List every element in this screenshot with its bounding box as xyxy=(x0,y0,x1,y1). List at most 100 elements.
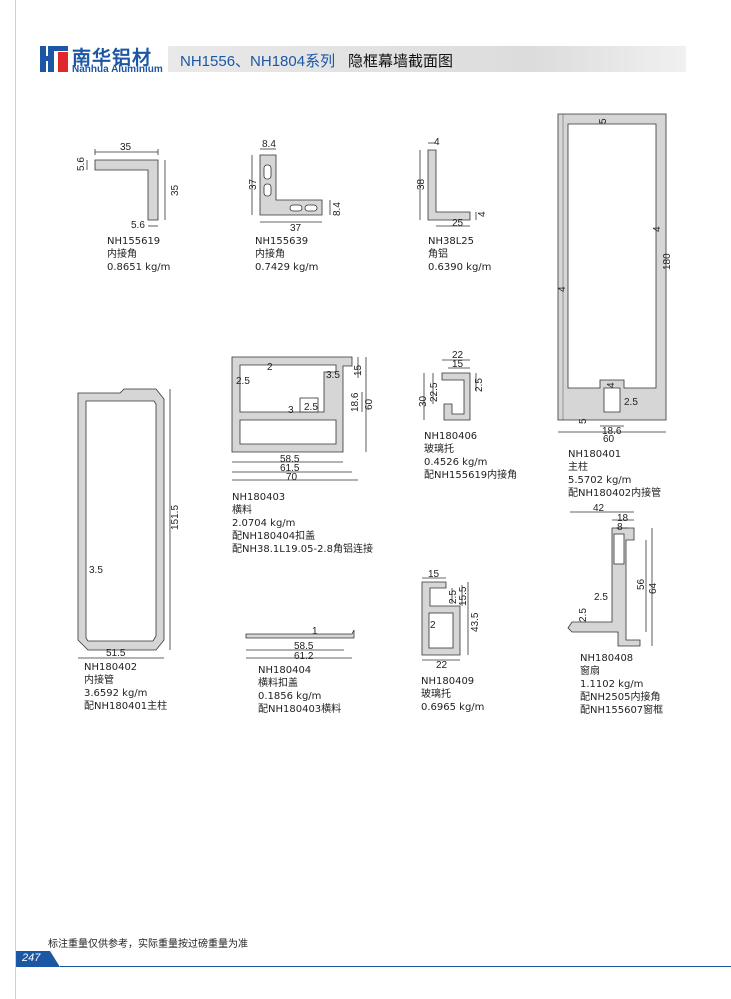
profile-name: 内接角 xyxy=(255,249,285,260)
profile-name: 角铝 xyxy=(428,249,448,260)
dim-label: 2.5 xyxy=(474,378,485,392)
page-number-tab xyxy=(16,951,60,967)
dim-label: 60 xyxy=(603,434,615,445)
profile-drawing-nh180409: 15 2.5 15.5 2 43.5 22 xyxy=(421,569,481,671)
dim-label: 58.5 xyxy=(280,454,300,465)
dim-label: 56 xyxy=(636,578,647,590)
dim-label: 70 xyxy=(286,472,298,483)
profile-drawing-nh155639: 8.4 37 37 8.4 xyxy=(248,139,343,234)
profile-code: NH180404 xyxy=(258,665,312,676)
caption-nh38l25: NH38L25 角铝 0.6390 kg/m xyxy=(428,235,491,274)
brand-logo: 南华铝材 Nanhua Aluminium xyxy=(40,42,180,76)
profile-drawing-nh180402: 151.5 3.5 51.5 xyxy=(77,388,181,659)
dim-label: 3.5 xyxy=(326,370,340,381)
profile-code: NH180408 xyxy=(580,653,634,664)
dim-label: 43.5 xyxy=(470,612,481,632)
profile-note: 配NH180403横料 xyxy=(258,704,342,715)
dim-label: 5 xyxy=(598,118,609,124)
page-left-rule xyxy=(15,0,16,999)
logo-english-name: Nanhua Aluminium xyxy=(72,64,163,75)
dim-label: 8.4 xyxy=(332,202,343,216)
dim-label: 37 xyxy=(248,178,259,190)
profile-note: 配NH155619内接角 xyxy=(424,470,518,481)
dim-label: 5.6 xyxy=(76,157,87,171)
profile-note: 配NH38.1L19.05-2.8角铝连接 xyxy=(232,544,373,555)
profile-code: NH155639 xyxy=(255,236,309,247)
dim-label: 2.5 xyxy=(594,592,608,603)
profile-name: 内接管 xyxy=(84,675,114,686)
dim-label: 2 xyxy=(430,620,436,631)
dim-label: 5 xyxy=(578,418,589,424)
profile-name: 横料扣盖 xyxy=(258,678,298,689)
dim-label: 37 xyxy=(290,223,302,234)
dim-label: 35 xyxy=(170,184,181,196)
dim-label: 22.5 xyxy=(429,382,440,402)
caption-nh155639: NH155639 内接角 0.7429 kg/m xyxy=(255,235,318,274)
dim-label: 61.5 xyxy=(280,463,300,474)
dim-label: 38 xyxy=(416,178,427,190)
profile-drawing-nh180406: 22 15 30 22.5 2.5 xyxy=(418,350,485,421)
profile-code: NH180402 xyxy=(84,662,138,673)
profile-note: 配NH2505内接角 xyxy=(580,692,661,703)
dim-label: 61.2 xyxy=(294,651,314,662)
profile-weight: 0.7429 kg/m xyxy=(255,262,319,273)
page-header: 南华铝材 Nanhua Aluminium NH1556、NH1804系列 隐框… xyxy=(0,42,731,76)
dim-label: 18 xyxy=(617,513,629,524)
profile-name: 横料 xyxy=(232,505,252,516)
profile-code: NH155619 xyxy=(107,236,161,247)
title-bar: NH1556、NH1804系列 隐框幕墙截面图 xyxy=(168,46,686,72)
dim-label: 64 xyxy=(648,582,659,594)
profile-code: NH180403 xyxy=(232,492,286,503)
dim-label: 58.5 xyxy=(294,641,314,652)
logo-chinese-name: 南华铝材 xyxy=(72,47,153,69)
caption-nh180403: NH180403 横料 2.0704 kg/m 配NH180404扣盖 配NH3… xyxy=(232,491,373,556)
profile-note: 配NH180404扣盖 xyxy=(232,531,316,542)
dim-label: 3 xyxy=(288,405,294,416)
logo-icon xyxy=(40,46,68,72)
dim-label: 25 xyxy=(452,218,464,229)
dim-label: 4 xyxy=(652,226,663,232)
dim-label: 4 xyxy=(477,211,488,217)
profile-name: 内接角 xyxy=(107,249,137,260)
profile-weight: 0.6390 kg/m xyxy=(428,262,492,273)
caption-nh180408: NH180408 窗扇 1.1102 kg/m 配NH2505内接角 配NH15… xyxy=(580,652,663,717)
profile-weight: 0.6965 kg/m xyxy=(421,702,485,713)
profile-note: 配NH155607窗框 xyxy=(580,705,664,716)
dim-label: 180 xyxy=(662,253,673,270)
dim-label: 22 xyxy=(436,660,448,671)
footer-rule xyxy=(60,966,731,967)
dim-label: 15.5 xyxy=(458,586,469,606)
profile-name: 主柱 xyxy=(568,462,588,473)
profile-code: NH180406 xyxy=(424,431,478,442)
dim-label: 2.5 xyxy=(624,397,638,408)
page-title: 隐框幕墙截面图 xyxy=(348,52,454,70)
profile-drawing-nh38l25: 4 38 25 4 xyxy=(416,137,488,229)
caption-nh180409: NH180409 玻璃托 0.6965 kg/m xyxy=(421,675,484,714)
dim-label: 2.5 xyxy=(448,590,459,604)
dim-label: 4 xyxy=(606,382,617,388)
dim-label: 15 xyxy=(353,364,364,376)
caption-nh155619: NH155619 内接角 0.8651 kg/m xyxy=(107,235,170,274)
dim-label: 2.5 xyxy=(578,608,589,622)
profile-weight: 0.4526 kg/m xyxy=(424,457,488,468)
footer-disclaimer: 标注重量仅供参考，实际重量按过磅重量为准 xyxy=(48,939,248,950)
profile-drawing-nh180401: 5 4 4 180 2.5 5 4 18.6 60 xyxy=(557,113,673,445)
dim-label: 2.5 xyxy=(304,402,318,413)
profile-drawing-nh155619: 35 5.6 35 5.6 xyxy=(76,142,181,231)
dim-label: 8.4 xyxy=(262,139,276,150)
dim-label: 18.6 xyxy=(350,392,361,412)
profile-drawing-nh180404: 1 58.5 61.2 xyxy=(245,626,355,662)
profile-note: 配NH180402内接管 xyxy=(568,488,662,499)
profile-code: NH38L25 xyxy=(428,236,475,247)
dim-label: 2.5 xyxy=(236,376,250,387)
profile-name: 玻璃托 xyxy=(424,444,454,455)
profile-drawing-nh180408: 42 18 8 2.5 2.5 56 64 xyxy=(567,503,659,647)
dim-label: 5.6 xyxy=(131,220,145,231)
profile-weight: 3.6592 kg/m xyxy=(84,688,148,699)
caption-nh180404: NH180404 横料扣盖 0.1856 kg/m 配NH180403横料 xyxy=(258,664,341,716)
profile-weight: 5.5702 kg/m xyxy=(568,475,632,486)
dim-label: 151.5 xyxy=(170,505,181,530)
profile-note: 配NH180401主柱 xyxy=(84,701,168,712)
dim-label: 4 xyxy=(434,137,440,148)
caption-nh180402: NH180402 内接管 3.6592 kg/m 配NH180401主柱 xyxy=(84,661,167,713)
